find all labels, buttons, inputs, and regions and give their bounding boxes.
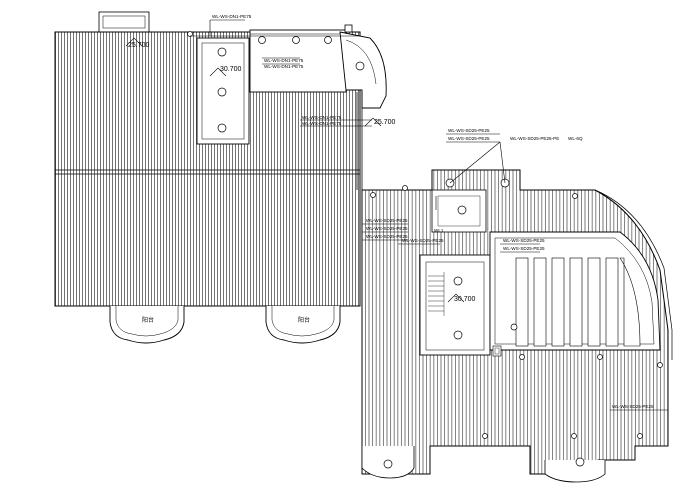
pipe-label-riser-b: WL-WS-DN1-PE75 [264, 64, 304, 69]
pipe-label-left-d: WL-WS-SD25-PE25 [402, 238, 444, 243]
pipe-label-right-b: WL-WS-SD25-PE25 [503, 246, 545, 251]
hall-bays [515, 257, 641, 347]
room-label-left: 阳台 [142, 316, 154, 324]
elevation-right: 25.700 [374, 119, 396, 126]
pipe-label-cluster-c: WL-WS-SD25-PE25-PE [510, 136, 559, 141]
pipe-label-bottom-right: WL-WS-SD25-PE25 [612, 404, 654, 409]
pipe-label-cluster-b: WL-WS-SD25-PE25 [448, 136, 490, 141]
pipe-label-wl1: WL1 [434, 228, 444, 233]
pipe-label-right-a: WL-WS-SD25-PE25 [503, 238, 545, 243]
room-label-mid: 阳台 [298, 316, 310, 324]
roof-cap-left [98, 11, 150, 33]
pipe-label-left-b: WL-WS-SD25-PE25 [366, 226, 408, 231]
elevation-upper-courtyard: 30.700 [220, 66, 242, 73]
pipe-label-top: WL-WS-DN1-PE75 [212, 14, 252, 19]
pipe-label-cluster-d: WL-6Q [568, 136, 583, 141]
pipe-label-cluster-a: WL-WS-SD25-PE25 [448, 128, 490, 133]
pipe-label-mid-b: WL-WS-DN1-PE75 [302, 121, 342, 126]
right-roof-block [361, 169, 673, 483]
balcony-lower-right [544, 460, 606, 483]
elevation-marks [125, 37, 465, 303]
pipe-label-left-c: WL-WS-SD25-PE25 [366, 234, 408, 239]
stair-steps [428, 272, 445, 316]
stair-core [419, 254, 491, 356]
pipe-label-left-a: WL-WS-SD25-PE25 [366, 218, 408, 223]
elevation-stair: 30.700 [454, 296, 476, 303]
pipe-label-mid-a: WL-WS-DN1-PE75 [302, 115, 342, 120]
pipe-runs [190, 19, 668, 411]
left-roof-block [54, 11, 387, 344]
elevation-top-left: 25.700 [128, 42, 150, 49]
pipe-label-riser-a: WL-WS-DN1-PE75 [264, 58, 304, 63]
balcony-left [109, 306, 185, 344]
balcony-mid [265, 306, 341, 344]
